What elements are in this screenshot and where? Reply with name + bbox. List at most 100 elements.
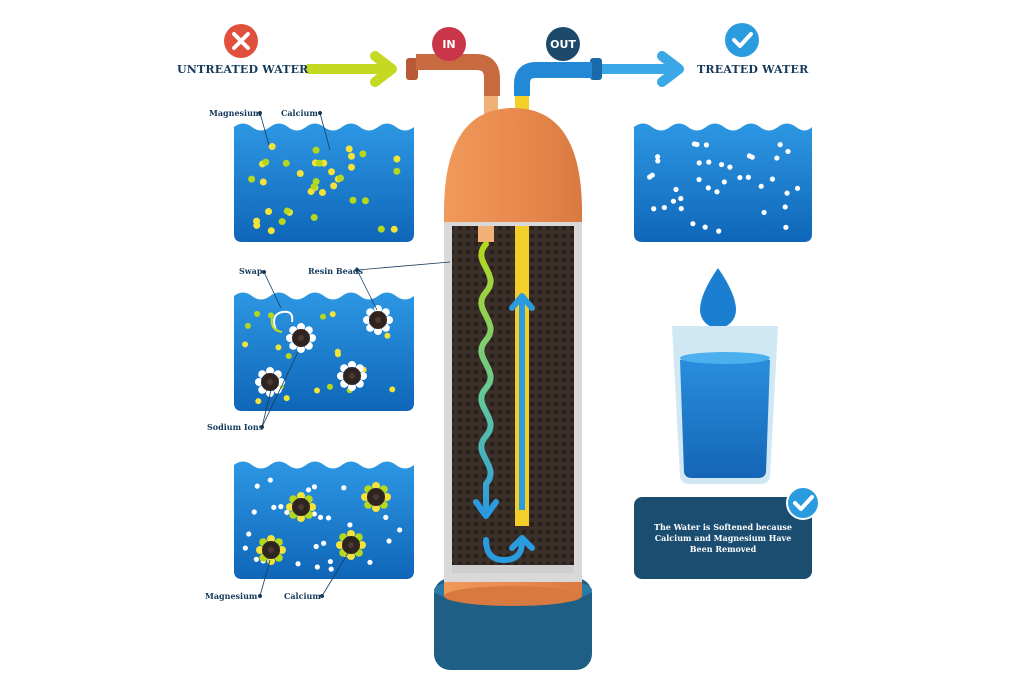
- sodium-ion: [745, 174, 751, 180]
- sodium-ion: [774, 155, 780, 161]
- sodium-ion: [673, 186, 679, 193]
- calcium-ion: [268, 143, 276, 151]
- ion: [374, 327, 382, 335]
- sodium-ion: [321, 540, 327, 546]
- untreated-badge: [224, 24, 258, 58]
- sodium-ion: [678, 205, 684, 212]
- ion: [278, 546, 286, 554]
- calcium-ion: [255, 398, 262, 405]
- calcium-ion: [265, 208, 273, 216]
- sodium-ion: [242, 545, 248, 551]
- magnesium-ion: [377, 225, 385, 233]
- sodium-ion: [311, 484, 318, 490]
- magnesium-ion: [254, 310, 261, 317]
- sodium-ion: [727, 164, 733, 170]
- calcium-ion: [296, 170, 304, 178]
- ion: [297, 323, 305, 331]
- ion: [308, 503, 316, 511]
- magnesium-ion: [283, 207, 291, 215]
- sodium-ions-label: Sodium Ions: [207, 422, 264, 432]
- magnesium-ion: [320, 313, 327, 320]
- sodium-ion: [769, 176, 776, 182]
- sodium-ion: [271, 504, 277, 510]
- calcium-ion: [347, 163, 355, 171]
- sodium-ion: [794, 185, 801, 191]
- sodium-ion: [347, 522, 353, 528]
- calcium-ion: [283, 395, 290, 402]
- ion: [359, 372, 367, 380]
- calcium-ion: [314, 387, 321, 394]
- ion: [308, 334, 316, 342]
- sodium-ion: [314, 564, 320, 570]
- ion: [348, 383, 356, 391]
- ion: [347, 530, 355, 538]
- sodium-ion: [328, 566, 334, 572]
- calcium-ion: [275, 344, 282, 351]
- magnesium-ion: [244, 322, 251, 329]
- ion: [297, 514, 305, 522]
- sodium-ion: [655, 154, 661, 160]
- sodium-ion: [367, 559, 373, 565]
- treated-water-label: TREATED WATER: [697, 63, 809, 76]
- resin-bead-core: [349, 373, 355, 379]
- magnesium-ion: [282, 159, 290, 167]
- sodium-ion: [327, 558, 333, 565]
- sodium-ion: [254, 483, 260, 489]
- ion: [358, 541, 366, 549]
- check-icon: [732, 32, 753, 48]
- magnesium-ion: [312, 146, 320, 154]
- pointer-lines: [257, 111, 451, 599]
- magnesium-ion: [248, 175, 256, 183]
- ion: [372, 504, 380, 512]
- resin-bead-core: [268, 547, 274, 553]
- ion: [336, 541, 344, 549]
- magnesium-ion: [278, 218, 286, 226]
- resin-beads-label: Resin Beads: [308, 266, 364, 276]
- sodium-ion: [305, 487, 312, 493]
- sodium-ion: [278, 504, 284, 510]
- ion: [372, 482, 380, 490]
- magnesium-ion: [267, 312, 274, 319]
- resin-bead-core: [373, 494, 379, 500]
- flow-in-tube: [473, 226, 535, 564]
- check-icon: [793, 495, 814, 511]
- sodium-ion: [705, 185, 711, 191]
- glass-of-water: [672, 268, 778, 484]
- ion: [297, 492, 305, 500]
- result-note-text: The Water is Softened because Calcium an…: [653, 521, 792, 554]
- treated-badge: [725, 23, 759, 57]
- sodium-ion: [251, 509, 257, 515]
- calcium-ion: [348, 152, 356, 160]
- sodium-ion: [267, 477, 273, 483]
- sodium-ion: [696, 160, 702, 166]
- sodium-ion: [761, 209, 767, 216]
- ion: [383, 493, 391, 501]
- sodium-ion: [714, 189, 720, 195]
- out-label: OUT: [550, 37, 576, 51]
- magnesium-ion: [336, 174, 344, 182]
- sodium-ion: [696, 176, 702, 183]
- sodium-ion: [737, 174, 743, 181]
- inflow-arrow: [304, 51, 397, 87]
- sodium-ion: [317, 514, 324, 520]
- calcium-ion: [384, 332, 391, 339]
- in-label: IN: [442, 37, 456, 51]
- riser-tube: [509, 226, 535, 526]
- sodium-ion: [397, 527, 403, 533]
- ion: [363, 316, 371, 324]
- sodium-ion: [785, 148, 791, 155]
- sodium-ion: [758, 183, 764, 189]
- magnesium-ion: [262, 158, 270, 166]
- sodium-ion: [783, 224, 789, 230]
- ion: [256, 546, 264, 554]
- sodium-ion: [341, 485, 347, 491]
- ion: [361, 493, 369, 501]
- calcium-ion: [253, 221, 261, 229]
- calcium-ion: [318, 188, 326, 196]
- magnesium-ion: [359, 150, 367, 158]
- magnesium-ion: [315, 159, 323, 167]
- sodium-ion: [647, 174, 653, 180]
- out-badge: [546, 27, 580, 61]
- sodium-ion: [694, 141, 700, 148]
